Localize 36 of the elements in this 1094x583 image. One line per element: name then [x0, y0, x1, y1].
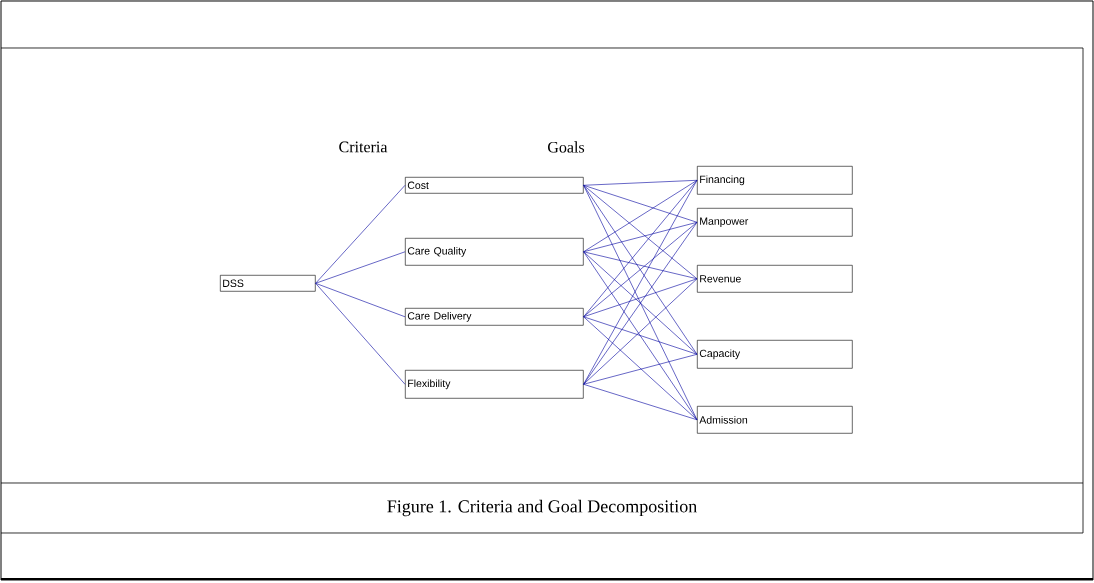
connector-line	[583, 222, 698, 318]
connector-line	[583, 185, 698, 223]
goal-box: Financing	[697, 166, 853, 195]
goal-box: Admission	[697, 406, 853, 434]
goal-box: Manpower	[697, 208, 853, 237]
connector-line	[315, 185, 406, 284]
connector-line	[583, 251, 698, 280]
connector-line	[583, 222, 698, 385]
connector-line	[315, 283, 406, 318]
connector-line	[583, 185, 698, 355]
connector-line	[583, 251, 698, 421]
connector-line	[583, 278, 698, 385]
column-heading: Goals	[548, 141, 585, 153]
connector-line	[583, 278, 698, 318]
criterion-box: Flexibility	[405, 369, 584, 399]
connector-line	[583, 354, 698, 385]
goal-box: Capacity	[697, 340, 853, 369]
connector-line	[583, 384, 698, 421]
caption: Figure 1. Criteria and Goal Decomposition	[387, 499, 697, 517]
connector-line	[583, 251, 698, 355]
connector-line	[583, 316, 698, 355]
root-box: DSS	[220, 275, 316, 292]
connector-line	[315, 251, 406, 284]
column-heading: Criteria	[339, 141, 388, 153]
connector-line	[583, 180, 698, 186]
criterion-box: Cost	[405, 177, 584, 194]
connector-line	[583, 180, 698, 385]
connector-line	[583, 185, 698, 421]
connector-line	[583, 180, 698, 253]
goal-box: Revenue	[697, 265, 853, 293]
connector-line	[583, 185, 698, 280]
connector-line	[315, 283, 406, 385]
criterion-box: Care Quality	[405, 238, 584, 266]
criterion-box: Care Delivery	[405, 308, 584, 326]
connector-line	[583, 316, 698, 421]
connector-line	[583, 222, 698, 253]
